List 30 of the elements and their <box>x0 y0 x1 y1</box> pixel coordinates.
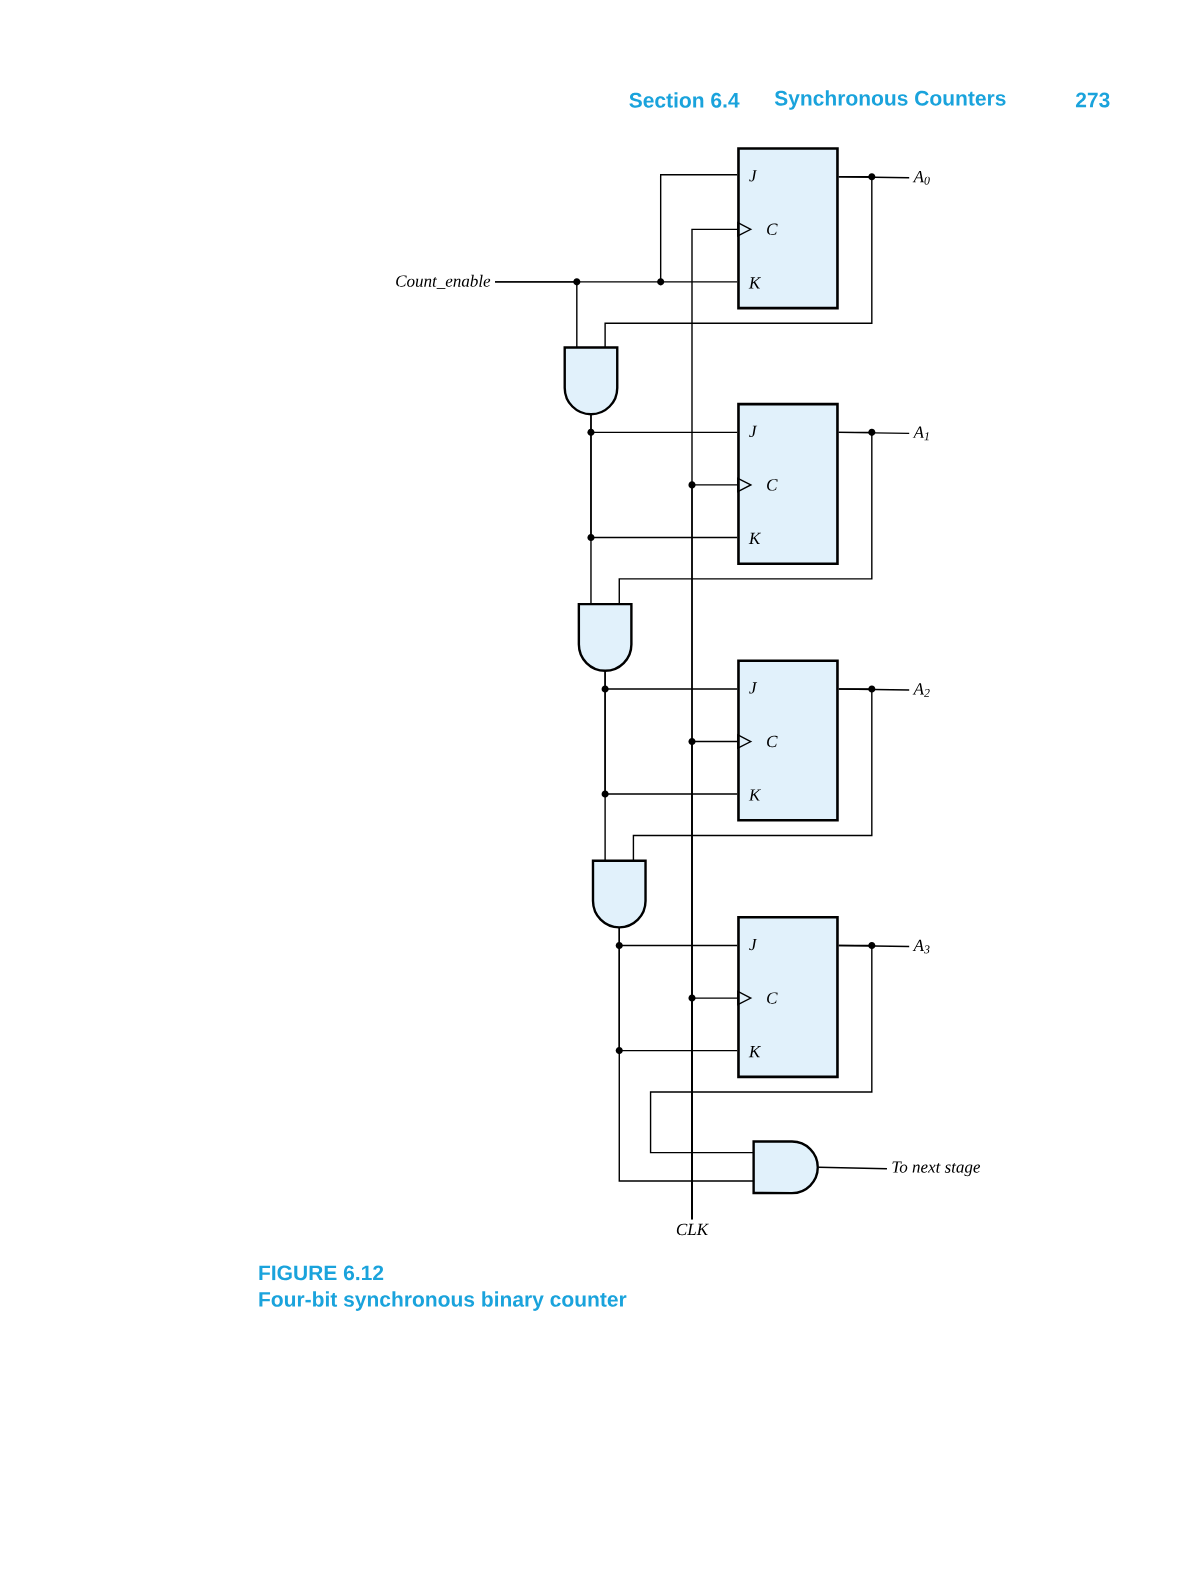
signal-label: A$_{3}$ <box>912 939 930 954</box>
and-gate <box>591 859 647 929</box>
wire <box>604 176 873 348</box>
and-gate <box>752 1140 819 1195</box>
wire <box>590 413 592 605</box>
flip-flop-box: J C K <box>737 659 839 822</box>
wire <box>838 176 910 179</box>
signal-label: A$_{1}$ <box>912 426 929 441</box>
signal-label: CLK <box>676 1223 709 1236</box>
section-header: Synchronous Counters <box>774 90 1006 110</box>
signal-label: To next stage <box>892 1161 980 1177</box>
wire <box>817 1166 888 1170</box>
wire <box>604 670 606 861</box>
wire <box>632 688 873 861</box>
figure-number: FIGURE 6.12 <box>259 1265 384 1281</box>
section-header: Section 6.4 <box>629 92 740 108</box>
flip-flop-box: J C K <box>737 915 839 1079</box>
signal-label: Count_enable <box>396 274 491 289</box>
signal-label: A$_{2}$ <box>912 683 930 697</box>
and-gate <box>577 602 633 672</box>
caption: Four-bit synchronous binary counter <box>259 1291 627 1311</box>
wire <box>494 281 578 348</box>
wire <box>618 431 873 605</box>
signal-label: A$_{0}$ <box>912 170 930 185</box>
wire <box>618 927 754 1182</box>
flip-flop-box: J C K <box>737 402 839 565</box>
wire <box>649 944 873 1154</box>
flip-flop-box: J C K <box>737 147 839 310</box>
and-gate <box>563 346 619 416</box>
page-number: 273 <box>1075 92 1110 108</box>
